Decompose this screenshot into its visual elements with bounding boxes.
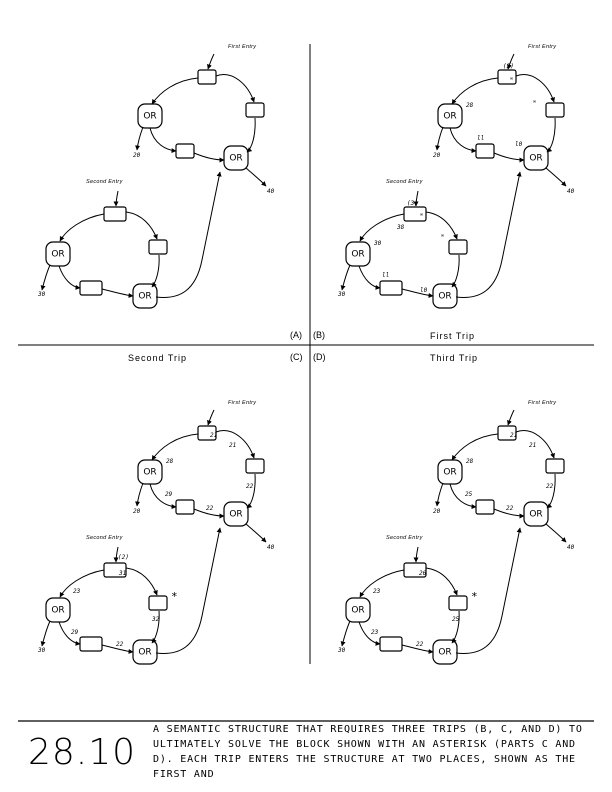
label-29: 29: [165, 491, 173, 498]
panel-c-tag: (C): [290, 352, 303, 362]
panel-b: First Entry Second Entry OR OR OR OR 20 …: [313, 44, 575, 341]
or-node-label: OR: [229, 510, 242, 520]
label-30: 30: [337, 291, 346, 298]
label-21: 21: [529, 442, 536, 449]
label-22: 22: [506, 505, 514, 512]
or-node-label: OR: [529, 154, 542, 164]
label-22: 22: [116, 641, 124, 648]
or-node-label: OR: [51, 606, 64, 616]
or-node-label: OR: [443, 112, 456, 122]
label-23: 23: [371, 629, 379, 636]
label-21: 21: [229, 442, 236, 449]
panel-a-tag: (A): [290, 330, 302, 340]
trip-label: First Trip: [430, 331, 475, 341]
label-30: 30: [337, 647, 346, 654]
or-node-label: OR: [529, 510, 542, 520]
label-28: 28: [466, 102, 474, 109]
trip-label: Second Trip: [128, 353, 187, 363]
or-node-label: OR: [138, 292, 151, 302]
panel-d-tag: (D): [313, 352, 326, 362]
label-22: 22: [546, 483, 554, 490]
label-29: 29: [71, 629, 79, 636]
count-label: (2): [118, 554, 129, 561]
trip-label: Third Trip: [430, 353, 478, 363]
label-20: 20: [133, 508, 141, 515]
label-30: 30: [37, 291, 46, 298]
asterisk-marker: *: [471, 590, 478, 603]
label-20: 20: [433, 152, 441, 159]
or-node-label: OR: [443, 468, 456, 478]
or-node-label: OR: [138, 648, 151, 658]
label-28: 28: [466, 458, 474, 465]
label-l0: l0: [420, 287, 428, 294]
label-21: 21: [510, 432, 517, 439]
first-entry-label: First Entry: [228, 400, 257, 406]
panel-a: First Entry Second Entry OR OR OR OR 20 …: [37, 44, 302, 340]
second-entry-label: Second Entry: [386, 535, 424, 541]
second-entry-label: Second Entry: [386, 179, 424, 185]
panel-b-tag: (B): [313, 330, 325, 340]
or-node-label: OR: [229, 154, 242, 164]
first-entry-label: First Entry: [228, 44, 257, 50]
second-entry-label: Second Entry: [86, 179, 124, 185]
infinity-label: ∞: [533, 99, 536, 105]
label-l0: l0: [515, 141, 523, 148]
infinity-label: ∞: [441, 233, 444, 239]
label-38: 38: [396, 224, 405, 231]
label-40: 40: [267, 188, 275, 195]
or-node-label: OR: [51, 250, 64, 260]
count-label: (2): [503, 63, 514, 70]
label-23: 23: [73, 588, 81, 595]
label-25: 25: [465, 491, 473, 498]
first-entry-label: First Entry: [528, 400, 557, 406]
label-22: 22: [246, 483, 254, 490]
label-26: 26: [419, 570, 427, 577]
label-30b: 30: [373, 240, 382, 247]
label-28: 28: [166, 458, 174, 465]
label-22: 22: [416, 641, 424, 648]
second-entry-label: Second Entry: [86, 535, 124, 541]
label-20: 20: [133, 152, 141, 159]
label-23: 23: [373, 588, 381, 595]
label-20: 20: [433, 508, 441, 515]
or-node-label: OR: [351, 606, 364, 616]
or-node-label: OR: [438, 292, 451, 302]
figure-number: 28.10: [28, 732, 137, 773]
label-40: 40: [567, 188, 575, 195]
or-node-label: OR: [438, 648, 451, 658]
label-ll: ll: [477, 135, 484, 142]
or-node-label: OR: [143, 468, 156, 478]
figure-caption: A semantic structure that requires three…: [153, 724, 583, 780]
label-40: 40: [267, 544, 275, 551]
or-node-label: OR: [143, 112, 156, 122]
label-25: 25: [452, 616, 460, 623]
panel-c: First Entry Second Entry OR OR OR OR 20 …: [37, 352, 303, 664]
label-32: 32: [151, 616, 160, 623]
or-node-label: OR: [351, 250, 364, 260]
label-21: 21: [210, 432, 217, 439]
asterisk-marker: *: [171, 590, 178, 603]
label-40: 40: [567, 544, 575, 551]
label-30: 30: [37, 647, 46, 654]
label-ll: ll: [382, 272, 389, 279]
first-entry-label: First Entry: [528, 44, 557, 50]
infinity-label: ∞: [510, 76, 513, 82]
count-label: (3): [407, 200, 418, 207]
infinity-label: ∞: [420, 212, 423, 218]
panel-d: First Entry Second Entry OR OR OR OR 20 …: [313, 352, 575, 664]
label-31: 31: [118, 570, 126, 577]
label-22: 22: [206, 505, 214, 512]
